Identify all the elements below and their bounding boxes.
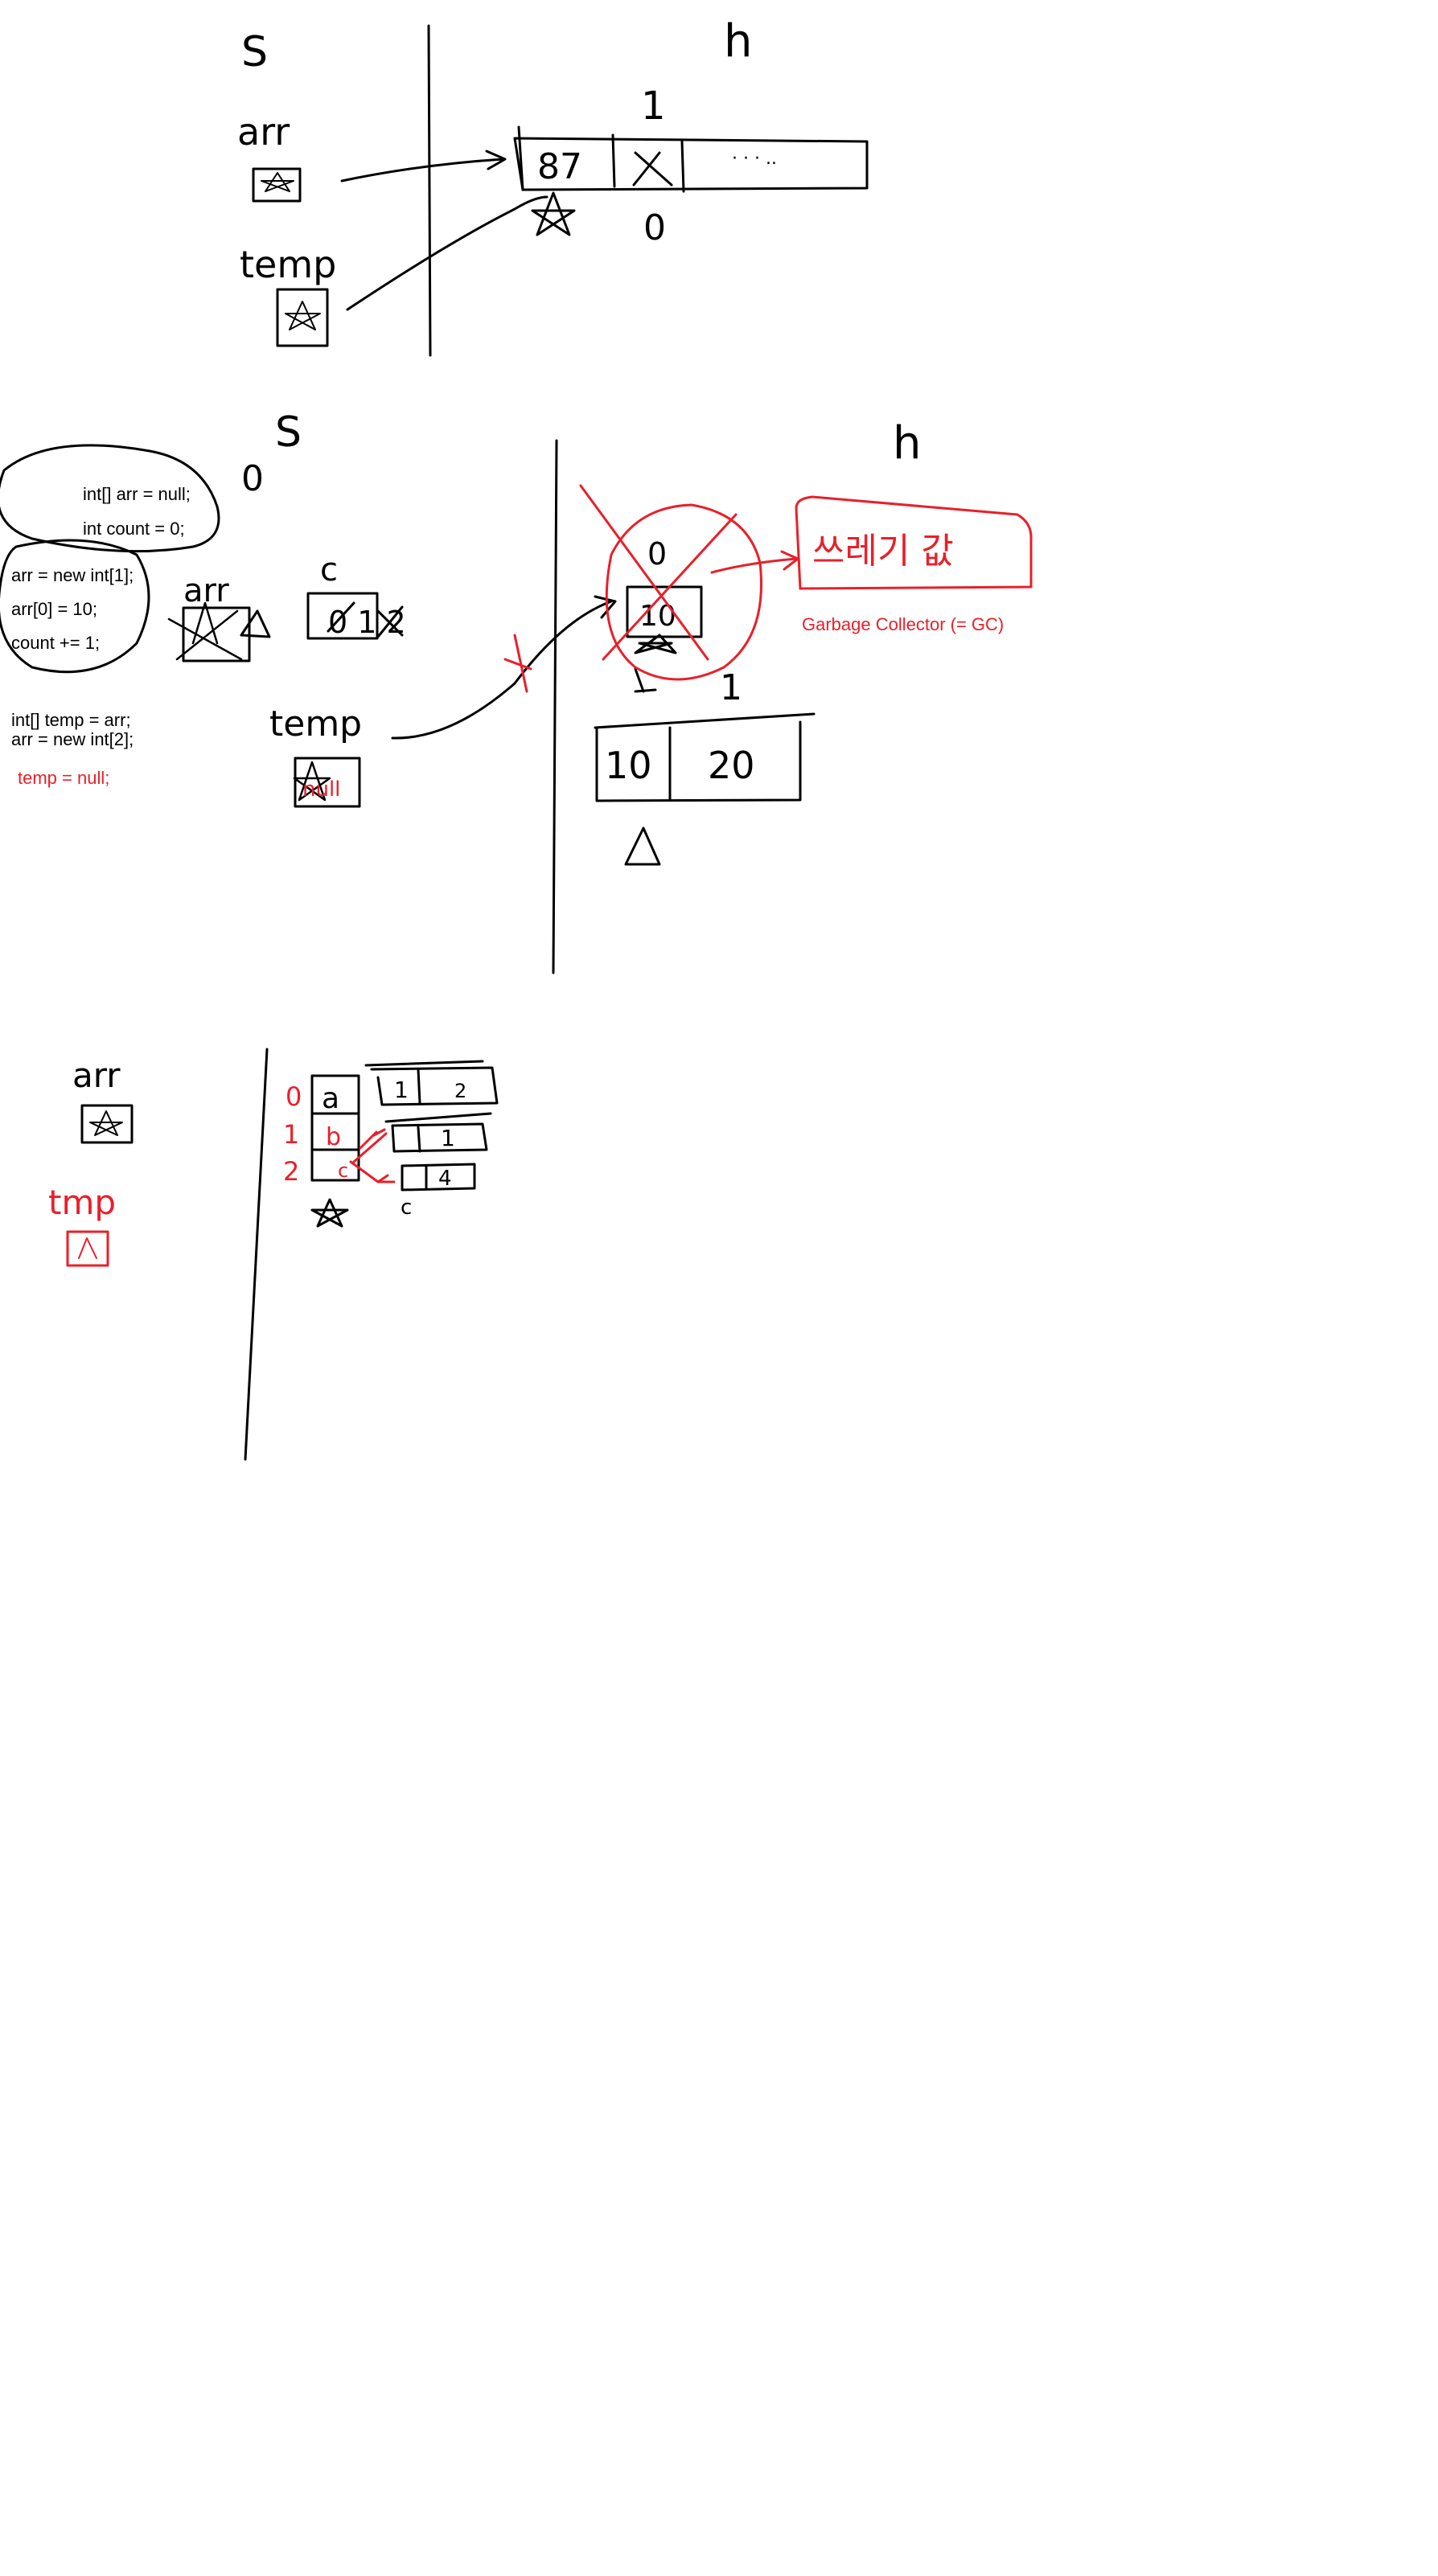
inner-array-b bbox=[384, 1112, 492, 1153]
row-a: a bbox=[322, 1082, 339, 1115]
code-line-assign-arr0: arr[0] = 10; bbox=[11, 599, 98, 619]
old-cell-10: 10 bbox=[639, 600, 676, 633]
code-line-new-arr-2: arr = new int[2]; bbox=[11, 729, 134, 749]
row-b: b bbox=[326, 1123, 341, 1151]
c-label: c bbox=[401, 1196, 412, 1220]
new-array-box bbox=[594, 712, 816, 802]
inner-a-2: 2 bbox=[454, 1080, 466, 1102]
code-line-temp-arr: int[] temp = arr; bbox=[11, 710, 131, 730]
temp-arrow-cut bbox=[503, 634, 532, 693]
var-arr-label: arr bbox=[237, 110, 290, 154]
arr-box-3 bbox=[80, 1104, 134, 1144]
garbage-arrow bbox=[710, 550, 799, 574]
diagram-3: arr tmp 0 1 2 a b c 1 2 bbox=[48, 1048, 499, 1461]
inner-a-1: 1 bbox=[394, 1077, 409, 1103]
code-line-temp-null: temp = null; bbox=[18, 768, 110, 788]
var-tmp-label: tmp bbox=[48, 1183, 116, 1222]
old-array-box bbox=[626, 585, 703, 693]
stack-zero: 0 bbox=[241, 458, 264, 499]
heap-label: h bbox=[724, 15, 753, 68]
row-index-0: 0 bbox=[286, 1081, 302, 1112]
stack-label-2: S bbox=[275, 408, 302, 457]
row-index-2: 2 bbox=[283, 1156, 299, 1187]
var-temp-label-2: temp bbox=[269, 703, 362, 744]
cell-1-crossed bbox=[632, 151, 673, 187]
code-line-new-arr-1: arr = new int[1]; bbox=[11, 565, 134, 585]
new-cell-1: 20 bbox=[708, 744, 755, 787]
stack-heap-divider-3 bbox=[244, 1048, 269, 1461]
count-values: 0 1 2 bbox=[328, 605, 406, 640]
inner-array-c bbox=[401, 1163, 476, 1192]
heap-array-1 bbox=[513, 125, 869, 193]
code-line-declare-arr: int[] arr = null; bbox=[83, 484, 191, 504]
var-arr-label-2: arr bbox=[183, 572, 229, 609]
arr-arrow bbox=[340, 150, 507, 183]
row-c: c bbox=[338, 1159, 348, 1182]
index-1: 1 bbox=[641, 84, 666, 129]
new-array-ref-mark bbox=[624, 827, 661, 866]
cell-0: 87 bbox=[537, 146, 582, 187]
count-box bbox=[306, 592, 404, 640]
var-temp-label: temp bbox=[240, 243, 336, 286]
garbage-box bbox=[795, 495, 1033, 590]
stack-label: S bbox=[241, 28, 268, 76]
gc-label: Garbage Collector (= GC) bbox=[802, 614, 1004, 634]
garbage-circle bbox=[579, 484, 763, 681]
arr-stack-box-2 bbox=[167, 601, 271, 662]
heap-ref-star bbox=[531, 191, 576, 236]
temp-arrow bbox=[346, 195, 548, 311]
temp-null-value: null bbox=[302, 777, 340, 802]
inner-b-1: 1 bbox=[441, 1125, 455, 1151]
code-line-count-inc: count += 1; bbox=[11, 633, 101, 653]
inner-c-4: 4 bbox=[438, 1167, 452, 1191]
code-line-declare-count: int count = 0; bbox=[83, 519, 185, 539]
row-index-1: 1 bbox=[283, 1119, 299, 1150]
arr-ref-box bbox=[252, 167, 302, 203]
stack-heap-divider bbox=[427, 24, 432, 357]
index-0: 0 bbox=[643, 207, 666, 248]
var-arr-label-3: arr bbox=[72, 1056, 121, 1095]
temp-arrow-2 bbox=[391, 595, 617, 740]
temp-stack-box-2 bbox=[293, 757, 361, 808]
var-c-label: c bbox=[320, 552, 338, 589]
new-cell-0: 10 bbox=[605, 744, 652, 787]
outer-array bbox=[310, 1074, 360, 1228]
new-index-1: 1 bbox=[720, 667, 742, 708]
tmp-box bbox=[66, 1230, 109, 1267]
heap-label-2: h bbox=[893, 417, 922, 470]
cell-rest: · · · .. bbox=[732, 149, 777, 169]
inner-array-a bbox=[364, 1060, 499, 1106]
row-pointers bbox=[349, 1128, 396, 1183]
temp-ref-box bbox=[276, 288, 329, 347]
code-loop-2 bbox=[0, 539, 150, 674]
stack-heap-divider-2 bbox=[552, 439, 558, 974]
code-loop-1 bbox=[0, 444, 220, 553]
diagram-2: S 0 h arr c 0 1 2 temp null bbox=[0, 408, 1033, 974]
garbage-box-label: 쓰레기 값 bbox=[812, 531, 954, 572]
old-index-0: 0 bbox=[647, 536, 667, 572]
diagram-1: S h arr temp 1 87 · · · bbox=[237, 15, 869, 357]
